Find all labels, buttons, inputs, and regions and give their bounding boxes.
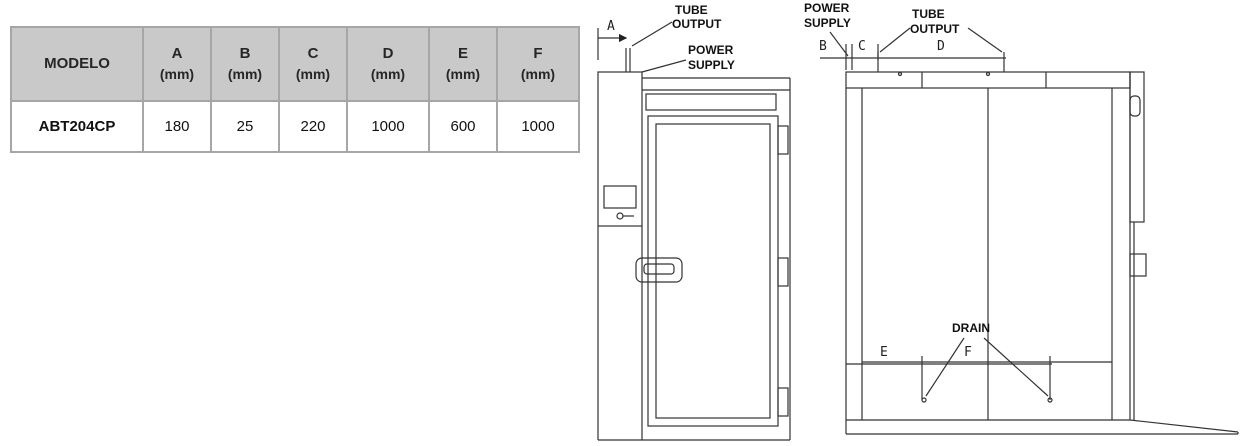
table-row: ABT204CP 180 25 220 1000 600 1000: [10, 100, 580, 153]
header-c: C (mm): [278, 26, 348, 102]
side-control-icon: [1129, 95, 1141, 117]
header-f: F (mm): [496, 26, 580, 102]
header-f-unit: (mm): [520, 66, 556, 82]
ramp: [1129, 419, 1239, 433]
side-tube-output-label-2: OUTPUT: [910, 22, 960, 36]
door-inner-panel: [655, 123, 771, 419]
header-modelo-label: MODELO: [44, 55, 110, 72]
control-knob: [616, 212, 624, 220]
cell-c: 220: [278, 100, 348, 153]
front-power-supply-label-1: POWER: [688, 43, 734, 57]
header-c-label: C: [307, 45, 319, 62]
side-tube-leader-left: [879, 27, 911, 53]
cell-a: 180: [142, 100, 212, 153]
drain-point-left: [921, 397, 927, 403]
side-power-supply-label-1: POWER: [804, 1, 850, 15]
side-dim-b: B: [819, 39, 827, 54]
header-d-unit: (mm): [370, 66, 406, 82]
header-a: A (mm): [142, 26, 212, 102]
drain-leader-right: [983, 337, 1049, 397]
front-dim-a: A: [607, 19, 615, 34]
header-e-label: E: [457, 45, 468, 62]
side-tube-leader-right: [967, 27, 1003, 53]
spec-header-row: MODELO A (mm) B (mm) C (mm) D (mm) E (mm) F (m…: [10, 26, 580, 102]
hinge-bottom: [777, 387, 789, 417]
cell-b: 25: [210, 100, 280, 153]
side-dim-f: F: [964, 345, 972, 360]
header-f-label: F: [533, 45, 543, 62]
door-handle-grip: [643, 263, 675, 275]
drain-point-right: [1047, 397, 1053, 403]
side-top-frame: [845, 71, 1131, 89]
display-panel: [603, 185, 637, 209]
header-b: B (mm): [210, 26, 280, 102]
front-power-supply-label-2: SUPPLY: [688, 58, 735, 72]
power-supply-leader: [641, 59, 687, 73]
cell-f: 1000: [496, 100, 580, 153]
hinge-middle: [777, 257, 789, 287]
header-e: E (mm): [428, 26, 498, 102]
front-tube-output-label-2: OUTPUT: [672, 17, 722, 31]
side-handle-icon: [1129, 253, 1147, 277]
drain-leader-left: [925, 337, 965, 397]
side-dim-d: D: [937, 39, 945, 54]
spec-table: MODELO A (mm) B (mm) C (mm) D (mm) E (mm) F (m…: [10, 26, 580, 153]
door: [647, 115, 779, 427]
door-handle-icon: [635, 257, 683, 283]
cell-e: 600: [428, 100, 498, 153]
header-a-label: A: [171, 45, 183, 62]
side-power-leader: [829, 31, 849, 57]
side-dim-e: E: [880, 345, 888, 360]
side-view: [820, 27, 1239, 435]
header-b-unit: (mm): [227, 66, 263, 82]
cell-model: ABT204CP: [10, 100, 144, 153]
side-dim-c: C: [858, 39, 866, 54]
control-box: [597, 71, 643, 227]
side-drain-label: DRAIN: [952, 321, 990, 335]
side-tube-output-label-1: TUBE: [912, 7, 945, 21]
top-frame: [645, 93, 777, 111]
hinge-top: [777, 125, 789, 155]
header-e-unit: (mm): [445, 66, 481, 82]
tube-output-leader: [631, 21, 673, 47]
header-modelo: MODELO: [10, 26, 144, 102]
front-tube-output-label-1: TUBE: [675, 3, 708, 17]
side-door-profile: [1129, 71, 1145, 223]
cell-d: 1000: [346, 100, 430, 153]
header-c-unit: (mm): [295, 66, 331, 82]
side-power-supply-label-2: SUPPLY: [804, 16, 851, 30]
header-b-label: B: [239, 45, 251, 62]
header-d: D (mm): [346, 26, 430, 102]
header-d-label: D: [382, 45, 394, 62]
front-view: [597, 21, 791, 441]
header-a-unit: (mm): [159, 66, 195, 82]
